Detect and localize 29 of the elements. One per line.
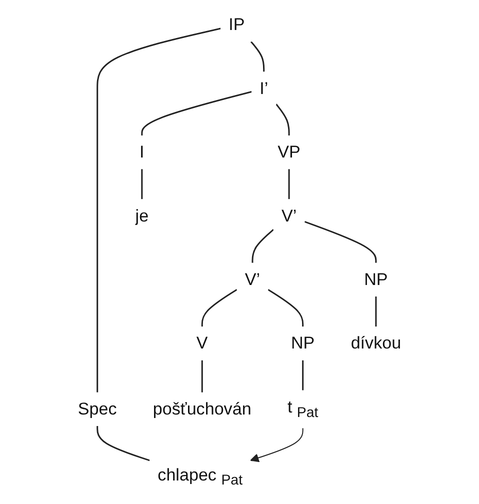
connector bbox=[201, 288, 238, 327]
node-text: V’ bbox=[281, 206, 297, 226]
node-text: NP bbox=[290, 334, 315, 353]
connector bbox=[141, 91, 252, 136]
node-text: pošťuchován bbox=[152, 399, 252, 418]
connector bbox=[252, 229, 274, 263]
connector bbox=[96, 426, 150, 462]
connector bbox=[302, 360, 304, 390]
node-text: Spec bbox=[78, 399, 117, 418]
arrow bbox=[250, 428, 304, 462]
node-text: chlapec $_{Pat}$ bbox=[158, 465, 243, 489]
connector bbox=[268, 288, 304, 327]
node-text: dívkou bbox=[350, 334, 402, 353]
connector bbox=[304, 221, 377, 263]
node-text: IP bbox=[228, 15, 245, 34]
node-text: V bbox=[196, 334, 208, 353]
connector bbox=[96, 28, 221, 392]
connector bbox=[201, 360, 203, 392]
node-text: NP bbox=[364, 270, 388, 289]
connector bbox=[250, 41, 265, 72]
connector bbox=[276, 104, 290, 136]
node-text: I’ bbox=[260, 78, 268, 98]
connector bbox=[288, 169, 290, 200]
node-text: V’ bbox=[244, 270, 260, 289]
node-text: I bbox=[140, 142, 144, 162]
node-text: t $_{Pat}$ bbox=[287, 397, 318, 421]
connector bbox=[141, 169, 143, 200]
connector bbox=[375, 296, 377, 327]
node-text: VP bbox=[278, 142, 300, 162]
